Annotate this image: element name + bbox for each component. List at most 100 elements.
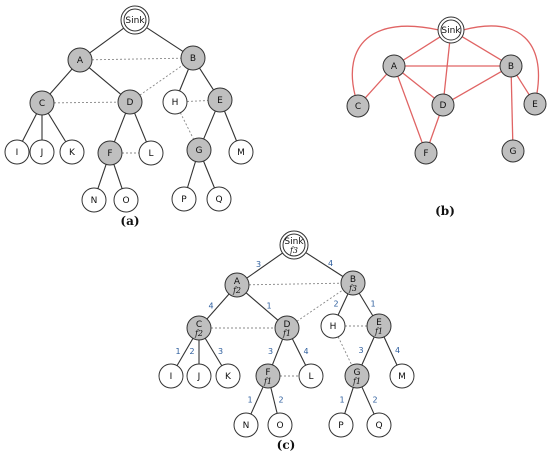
node-e: E	[207, 87, 233, 113]
edge-f-n	[250, 386, 264, 415]
node-g: G	[501, 139, 525, 163]
edge-g-q	[361, 386, 375, 415]
node-circle	[320, 313, 346, 339]
node-circle	[59, 139, 85, 165]
node-label: B	[190, 54, 196, 64]
node-circle	[224, 272, 250, 298]
node-label: E	[532, 100, 538, 110]
node-sink: Sink	[120, 5, 150, 35]
node-label: J	[40, 148, 44, 158]
node-f: Ff1	[255, 363, 281, 389]
sink-inner-ring	[440, 19, 462, 41]
node-p: P	[171, 186, 197, 212]
node-circle	[501, 139, 525, 163]
node-i: I	[158, 363, 184, 389]
node-label: H	[172, 98, 179, 108]
edge-sink-b	[305, 252, 344, 277]
edge-a-c	[49, 68, 73, 95]
node-circle	[389, 363, 415, 389]
edge-c-d	[53, 101, 119, 104]
node-g: Gf1	[344, 363, 370, 389]
node-label: L	[148, 149, 153, 159]
node-label: P	[181, 195, 187, 205]
node-circle	[207, 87, 233, 113]
edge-b-e	[199, 67, 214, 91]
edge-weight: 2	[189, 347, 194, 356]
edge-weight: 4	[208, 302, 213, 311]
node-label: F	[107, 149, 112, 159]
node-d: D	[431, 93, 455, 117]
node-m: M	[389, 363, 415, 389]
edge-weight: 3	[358, 346, 363, 355]
edge-a-c	[206, 293, 230, 320]
node-label: I	[170, 372, 173, 382]
edge-weight: 1	[175, 347, 180, 356]
node-d: Df1	[274, 315, 300, 341]
node-label: B	[350, 275, 356, 285]
link-b-d	[452, 70, 502, 101]
edge-a-b	[248, 282, 342, 286]
node-circle	[186, 315, 212, 341]
node-frequency-label: f1	[352, 377, 361, 386]
node-b: B	[499, 54, 523, 78]
node-circle	[523, 92, 547, 116]
edge-g-p	[344, 387, 354, 414]
node-c: C	[346, 94, 370, 118]
node-label: Q	[215, 195, 222, 205]
node-circle	[344, 363, 370, 389]
node-label: C	[196, 320, 202, 330]
link-b-g	[510, 76, 514, 141]
node-circle	[215, 363, 241, 389]
edge-g-p	[186, 161, 197, 188]
edge-f-o	[270, 387, 278, 414]
edge-d-b	[139, 64, 184, 96]
sink-inner-ring	[282, 233, 306, 257]
node-k: K	[59, 139, 85, 165]
node-label: M	[237, 148, 245, 158]
node-label: E	[217, 96, 223, 106]
edge-weight: 4	[395, 346, 400, 355]
node-label: A	[234, 277, 241, 287]
node-label: H	[330, 322, 337, 332]
link-a-f	[397, 76, 423, 143]
node-label: N	[243, 421, 250, 431]
node-circle	[414, 141, 438, 165]
edge-weight: 2	[278, 396, 283, 405]
node-label: A	[77, 56, 84, 66]
node-label: G	[354, 368, 361, 378]
node-q: Q	[206, 186, 232, 212]
node-label: J	[197, 372, 201, 382]
node-n: N	[81, 187, 107, 213]
node-circle	[29, 139, 55, 165]
edge-weight: 4	[303, 347, 308, 356]
edge-b-h	[179, 68, 189, 92]
node-circle	[113, 187, 139, 213]
node-label: I	[16, 148, 19, 158]
node-label: F	[423, 149, 428, 159]
node-c: Cf2	[186, 315, 212, 341]
link-sink-c	[351, 25, 440, 96]
node-label: L	[308, 372, 313, 382]
node-n: N	[233, 412, 259, 438]
panel-c-label: (c)	[277, 438, 296, 452]
link-d-f	[429, 115, 440, 143]
node-circle	[67, 47, 93, 73]
node-label: O	[276, 421, 283, 431]
node-label: Sink	[441, 26, 461, 36]
node-i: I	[4, 139, 30, 165]
node-label: Sink	[284, 237, 304, 247]
node-a: Af2	[224, 272, 250, 298]
edge-d-l	[291, 338, 307, 366]
node-o: O	[267, 412, 293, 438]
edge-d-l	[134, 112, 147, 143]
node-circle	[180, 45, 206, 71]
node-circle	[431, 93, 455, 117]
node-circle	[162, 89, 188, 115]
node-e: Ef1	[366, 313, 392, 339]
node-circle	[267, 412, 293, 438]
node-label: Sink	[125, 16, 145, 26]
edge-c-i	[176, 338, 194, 366]
edge-weight: 1	[339, 396, 344, 405]
